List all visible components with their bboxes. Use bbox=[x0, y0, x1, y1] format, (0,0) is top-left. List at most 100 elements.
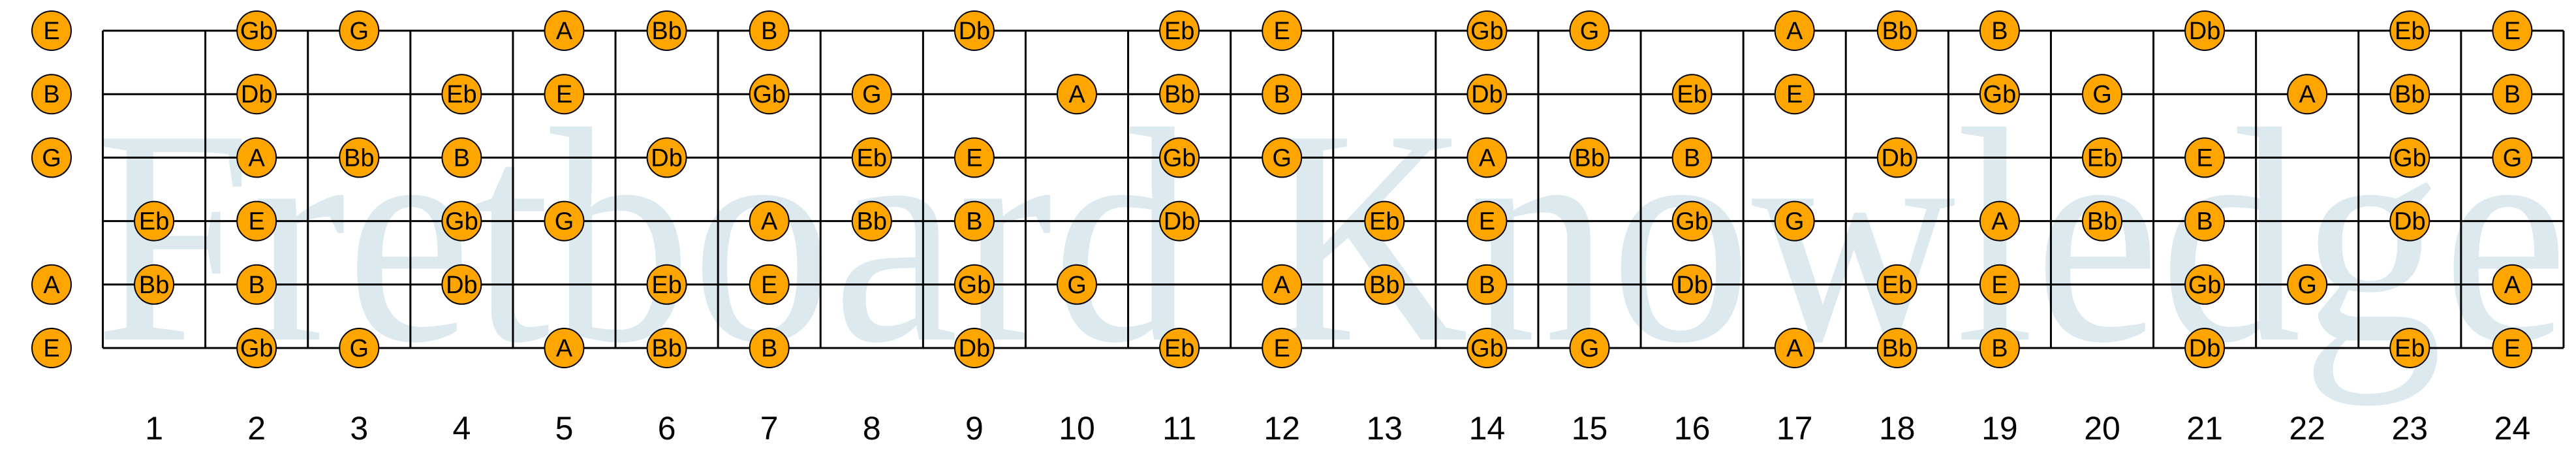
note-label: Bb bbox=[344, 144, 374, 172]
note-label: A bbox=[1068, 81, 1085, 108]
note-marker: A bbox=[749, 200, 790, 242]
note-label: Gb bbox=[445, 208, 478, 236]
note-label: Db bbox=[959, 335, 991, 362]
note-label: Db bbox=[959, 18, 991, 45]
note-circle bbox=[1262, 137, 1303, 178]
note-marker: B bbox=[749, 10, 790, 51]
note-label: Bb bbox=[1882, 335, 1912, 362]
note-label: Gb bbox=[2393, 144, 2427, 172]
note-label: G bbox=[42, 144, 61, 172]
note-circle bbox=[2492, 10, 2533, 51]
note-marker: B bbox=[2184, 200, 2226, 242]
note-circle bbox=[2389, 74, 2430, 115]
note-marker: Gb bbox=[1979, 74, 2020, 115]
note-label: G bbox=[350, 18, 369, 45]
note-marker: B bbox=[1979, 10, 2020, 51]
note-marker: B bbox=[441, 137, 482, 178]
note-marker: Bb bbox=[851, 200, 892, 242]
note-marker: G bbox=[1057, 264, 1097, 305]
note-label: Bb bbox=[1164, 81, 1194, 108]
note-circle bbox=[954, 10, 995, 51]
note-circle bbox=[2492, 328, 2533, 368]
note-label: E bbox=[2504, 18, 2521, 45]
note-marker: E bbox=[544, 74, 585, 115]
note-label: G bbox=[2092, 81, 2112, 108]
note-marker: E bbox=[2492, 10, 2533, 51]
note-circle bbox=[441, 264, 482, 305]
note-label: Db bbox=[1676, 272, 1708, 299]
note-marker: Db bbox=[954, 10, 995, 51]
note-circle bbox=[236, 74, 277, 115]
note-label: Gb bbox=[1470, 18, 1504, 45]
note-circle bbox=[31, 264, 72, 305]
note-label: A bbox=[2504, 272, 2521, 299]
note-label: Gb bbox=[1675, 208, 1709, 236]
note-label: G bbox=[555, 208, 574, 236]
note-label: E bbox=[556, 81, 572, 108]
note-marker: B bbox=[1262, 74, 1303, 115]
note-label: Eb bbox=[2395, 18, 2425, 45]
fret-number: 11 bbox=[1162, 410, 1196, 447]
note-circle bbox=[1466, 328, 1508, 368]
note-circle bbox=[1671, 264, 1713, 305]
note-label: B bbox=[454, 144, 470, 172]
note-marker: Eb bbox=[1159, 328, 1200, 368]
note-circle bbox=[1979, 264, 2020, 305]
note-circle bbox=[236, 10, 277, 51]
note-marker: B bbox=[2492, 74, 2533, 115]
note-label: B bbox=[1274, 81, 1290, 108]
note-label: Bb bbox=[139, 272, 169, 299]
note-label: B bbox=[1684, 144, 1700, 172]
note-label: E bbox=[761, 272, 777, 299]
note-circle bbox=[749, 328, 790, 368]
fret-number: 7 bbox=[760, 410, 779, 447]
note-marker: A bbox=[1979, 200, 2020, 242]
note-marker: A bbox=[1774, 328, 1815, 368]
note-label: Eb bbox=[1369, 208, 1399, 236]
note-marker: A bbox=[544, 328, 585, 368]
note-circle bbox=[1262, 10, 1303, 51]
note-circle bbox=[1569, 10, 1610, 51]
note-marker: G bbox=[1569, 328, 1610, 368]
fret-number: 24 bbox=[2494, 410, 2531, 447]
note-marker: G bbox=[2082, 74, 2122, 115]
note-label: Db bbox=[2394, 208, 2426, 236]
fret-number: 9 bbox=[965, 410, 984, 447]
note-circle bbox=[2184, 264, 2226, 305]
note-label: Gb bbox=[753, 81, 786, 108]
note-label: Eb bbox=[1164, 335, 1194, 362]
note-marker: Db bbox=[2184, 328, 2226, 368]
note-circle bbox=[2184, 200, 2226, 242]
fret-number: 1 bbox=[145, 410, 163, 447]
fret-number: 18 bbox=[1879, 410, 1916, 447]
note-marker: Gb bbox=[954, 264, 995, 305]
note-circle bbox=[851, 137, 892, 178]
note-circle bbox=[1569, 137, 1610, 178]
note-label: Eb bbox=[1882, 272, 1912, 299]
note-circle bbox=[2389, 10, 2430, 51]
note-label: G bbox=[350, 335, 369, 362]
note-marker: G bbox=[339, 328, 380, 368]
note-label: Bb bbox=[857, 208, 887, 236]
note-marker: Gb bbox=[2184, 264, 2226, 305]
note-circle bbox=[31, 137, 72, 178]
note-label: Db bbox=[241, 81, 273, 108]
note-circle bbox=[2492, 137, 2533, 178]
note-circle bbox=[749, 10, 790, 51]
note-label: A bbox=[556, 18, 573, 45]
note-label: Bb bbox=[2087, 208, 2117, 236]
note-circle bbox=[1671, 137, 1713, 178]
note-marker: Db bbox=[1876, 137, 1917, 178]
note-label: G bbox=[2503, 144, 2522, 172]
note-circle bbox=[2389, 200, 2430, 242]
note-marker: B bbox=[1466, 264, 1508, 305]
note-label: B bbox=[249, 272, 265, 299]
note-marker: Eb bbox=[851, 137, 892, 178]
note-circle bbox=[1466, 137, 1508, 178]
note-marker: E bbox=[1979, 264, 2020, 305]
note-circle bbox=[1876, 264, 1917, 305]
note-marker: Gb bbox=[1466, 10, 1508, 51]
note-marker: A bbox=[544, 10, 585, 51]
note-circle bbox=[236, 264, 277, 305]
